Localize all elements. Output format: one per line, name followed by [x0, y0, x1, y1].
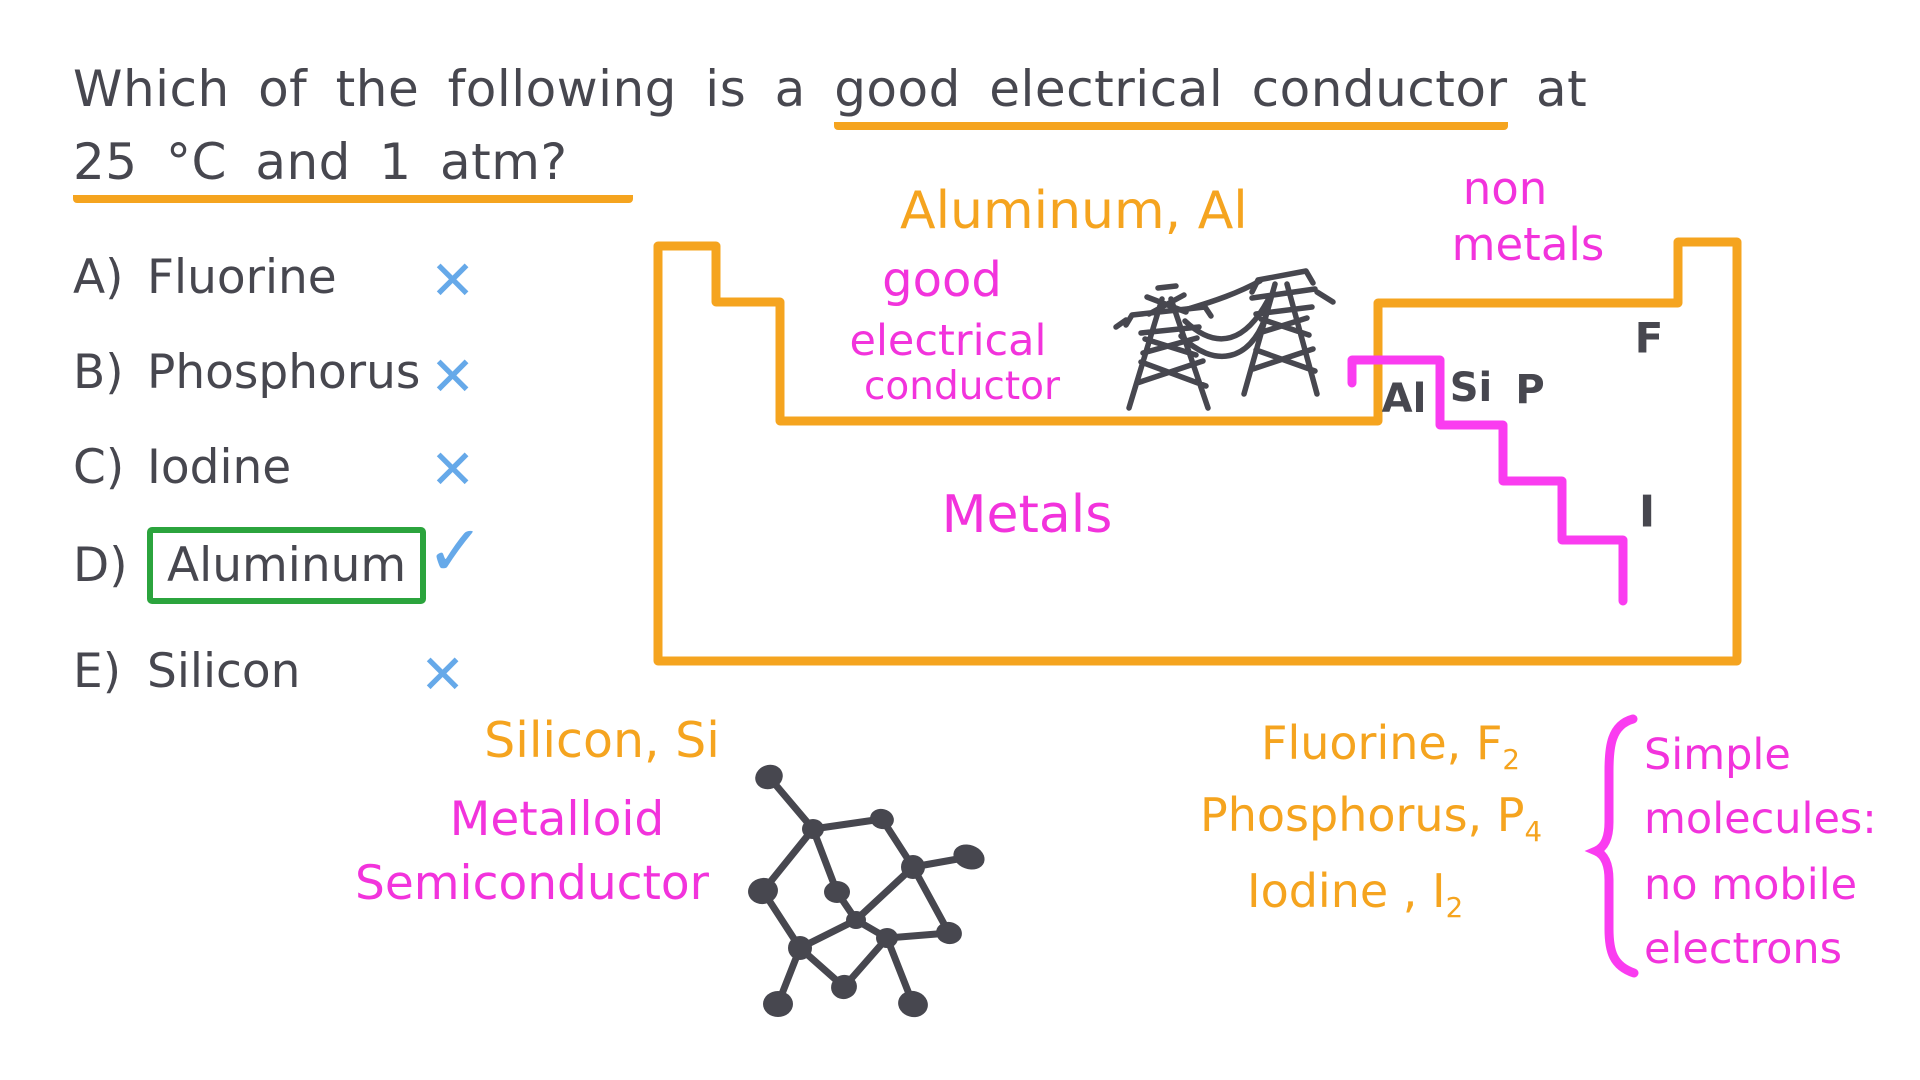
- question-prefix: Which of the following is a: [73, 60, 806, 118]
- lattice-atoms: [748, 764, 985, 1018]
- molecule-name: Fluorine,: [1261, 716, 1462, 770]
- option-letter: D): [73, 538, 128, 593]
- molecule-fluorine: Fluorine, F2: [1261, 716, 1520, 776]
- question-conditions: 25 °C and 1 atm?: [73, 133, 634, 203]
- annotation-line-4: electrons: [1644, 924, 1843, 974]
- aluminum-callout-label: Aluminum, Al: [900, 181, 1248, 241]
- grouping-bracket: [1584, 714, 1639, 978]
- option-label: Iodine: [147, 440, 292, 495]
- option-row-d: D) Aluminum: [73, 527, 427, 604]
- periodic-table-outline: [653, 237, 1742, 666]
- option-letter: A): [73, 250, 124, 305]
- option-label: Fluorine: [147, 250, 337, 305]
- option-row-b: B) Phosphorus: [73, 345, 420, 400]
- metals-label: Metals: [941, 485, 1113, 545]
- conductor-note-line-3: conductor: [863, 364, 1061, 409]
- power-wires: [1113, 278, 1336, 360]
- correct-answer-box: Aluminum: [147, 527, 427, 604]
- element-symbol-al: Al: [1381, 376, 1427, 422]
- option-letter: C): [73, 440, 125, 495]
- element-symbol-si: Si: [1449, 365, 1493, 411]
- molecule-name: Iodine ,: [1247, 864, 1418, 918]
- element-symbol-p: P: [1515, 367, 1545, 413]
- right-pylon: [1241, 268, 1320, 397]
- question-underlined-phrase: good electrical conductor: [834, 60, 1508, 130]
- silicon-note-semiconductor: Semiconductor: [355, 856, 709, 911]
- option-d-correct-mark: ✓: [426, 510, 485, 592]
- annotation-line-3: no mobile: [1644, 860, 1858, 910]
- option-row-c: C) Iodine: [73, 440, 291, 495]
- nonmetals-label-line-1: non: [1462, 162, 1548, 215]
- annotation-line-1: Simple: [1644, 730, 1791, 780]
- silicon-note-title: Silicon, Si: [484, 712, 720, 769]
- transmission-towers-drawing: [1113, 268, 1336, 411]
- option-a-wrong-mark: ✕: [430, 249, 476, 312]
- option-c-wrong-mark: ✕: [430, 438, 476, 501]
- conductor-note-line-1: good: [882, 252, 1002, 308]
- option-letter: B): [73, 345, 124, 400]
- question-line-2: 25 °C and 1 atm?: [73, 133, 634, 203]
- element-symbol-i: I: [1638, 486, 1656, 538]
- molecule-iodine: Iodine , I2: [1247, 864, 1463, 924]
- element-symbol-f: F: [1634, 313, 1664, 363]
- silicon-lattice-drawing: [748, 764, 985, 1018]
- annotation-line-2: molecules:: [1644, 794, 1877, 844]
- option-e-wrong-mark: ✕: [420, 643, 466, 706]
- conductor-note-line-2: electrical: [849, 316, 1047, 366]
- nonmetals-label-line-2: metals: [1451, 218, 1605, 271]
- silicon-note-metalloid: Metalloid: [449, 792, 665, 847]
- option-row-e: E) Silicon: [73, 644, 300, 699]
- option-b-wrong-mark: ✕: [430, 345, 476, 408]
- molecule-formula: P4: [1496, 788, 1543, 849]
- molecule-formula: I2: [1432, 864, 1464, 925]
- option-row-a: A) Fluorine: [73, 250, 337, 305]
- molecule-name: Phosphorus,: [1200, 788, 1483, 842]
- option-label: Silicon: [147, 644, 301, 699]
- question-line-1: Which of the following is a good electri…: [73, 60, 1588, 130]
- option-letter: E): [73, 644, 122, 699]
- molecule-formula: F2: [1475, 716, 1520, 777]
- metalloid-staircase-line: [1347, 355, 1628, 606]
- question-suffix: at: [1535, 60, 1588, 118]
- left-pylon: [1123, 283, 1214, 411]
- option-label: Phosphorus: [147, 345, 421, 400]
- molecule-phosphorus: Phosphorus, P4: [1200, 788, 1542, 848]
- lattice-bonds: [759, 773, 973, 1008]
